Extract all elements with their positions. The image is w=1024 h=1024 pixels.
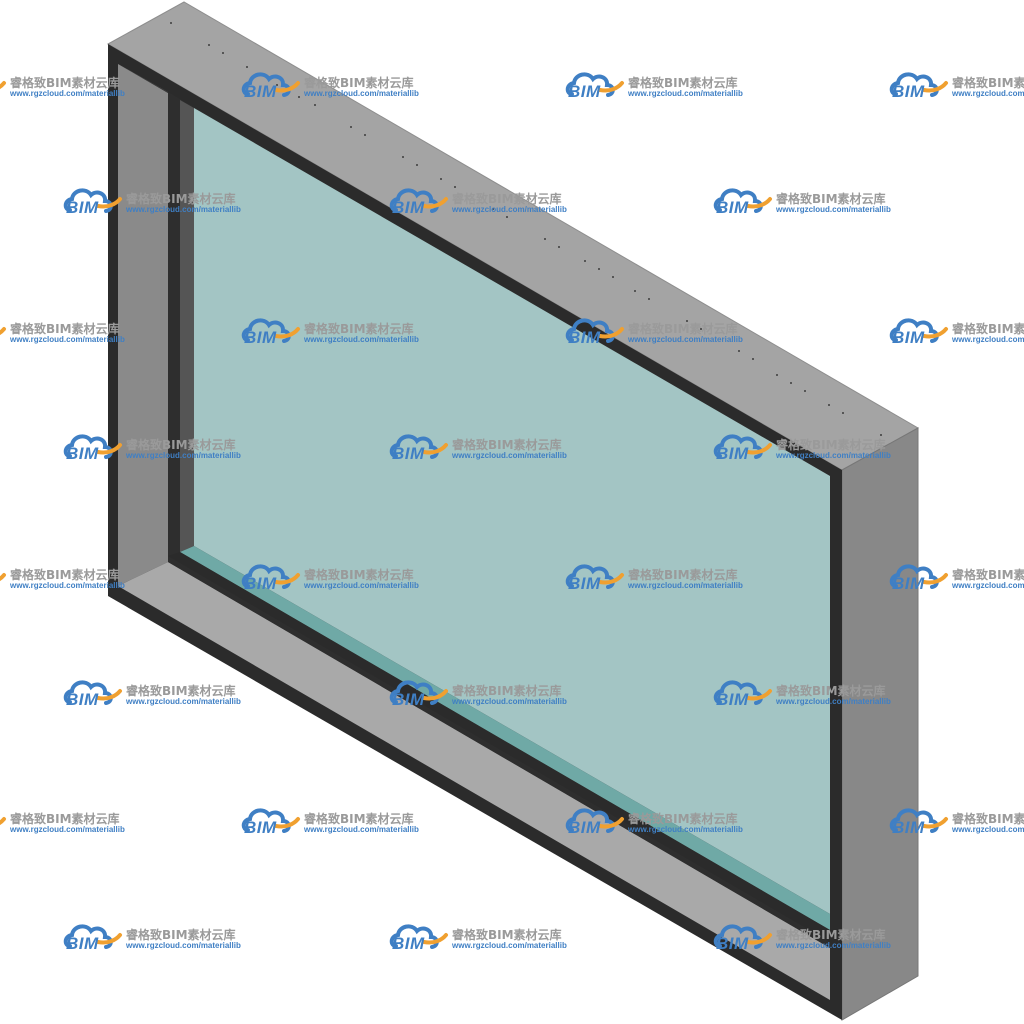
texture-dot xyxy=(222,52,224,54)
texture-dot xyxy=(402,156,404,158)
frame-right-surface xyxy=(841,427,919,1021)
texture-dot xyxy=(738,350,740,352)
glass-pane xyxy=(194,108,830,914)
texture-dot xyxy=(686,320,688,322)
texture-dot xyxy=(880,434,882,436)
texture-dot xyxy=(454,186,456,188)
frame-bottom-reveal xyxy=(118,562,830,1000)
texture-dot xyxy=(208,44,210,46)
texture-dot xyxy=(776,374,778,376)
texture-dot xyxy=(314,104,316,106)
texture-dot xyxy=(752,358,754,360)
texture-dot xyxy=(598,268,600,270)
frame-top-texture xyxy=(170,22,882,436)
texture-dot xyxy=(648,298,650,300)
texture-dot xyxy=(440,178,442,180)
texture-dot xyxy=(298,96,300,98)
texture-dot xyxy=(276,84,278,86)
texture-dot xyxy=(246,66,248,68)
texture-dot xyxy=(790,382,792,384)
sash-bottom-rail xyxy=(168,552,830,942)
frame-left-reveal xyxy=(118,64,168,586)
texture-dot xyxy=(506,216,508,218)
texture-dot xyxy=(416,164,418,166)
texture-dot xyxy=(700,328,702,330)
texture-dot xyxy=(364,134,366,136)
texture-dot xyxy=(842,412,844,414)
texture-dot xyxy=(544,238,546,240)
texture-dot xyxy=(350,126,352,128)
texture-dot xyxy=(612,276,614,278)
texture-dot xyxy=(634,290,636,292)
sash-inner-left xyxy=(180,100,194,552)
texture-dot xyxy=(804,390,806,392)
texture-dot xyxy=(828,404,830,406)
texture-dot xyxy=(584,260,586,262)
texture-dot xyxy=(170,22,172,24)
texture-dot xyxy=(558,246,560,248)
texture-dot xyxy=(492,208,494,210)
glass-bottom-edge xyxy=(180,546,830,930)
